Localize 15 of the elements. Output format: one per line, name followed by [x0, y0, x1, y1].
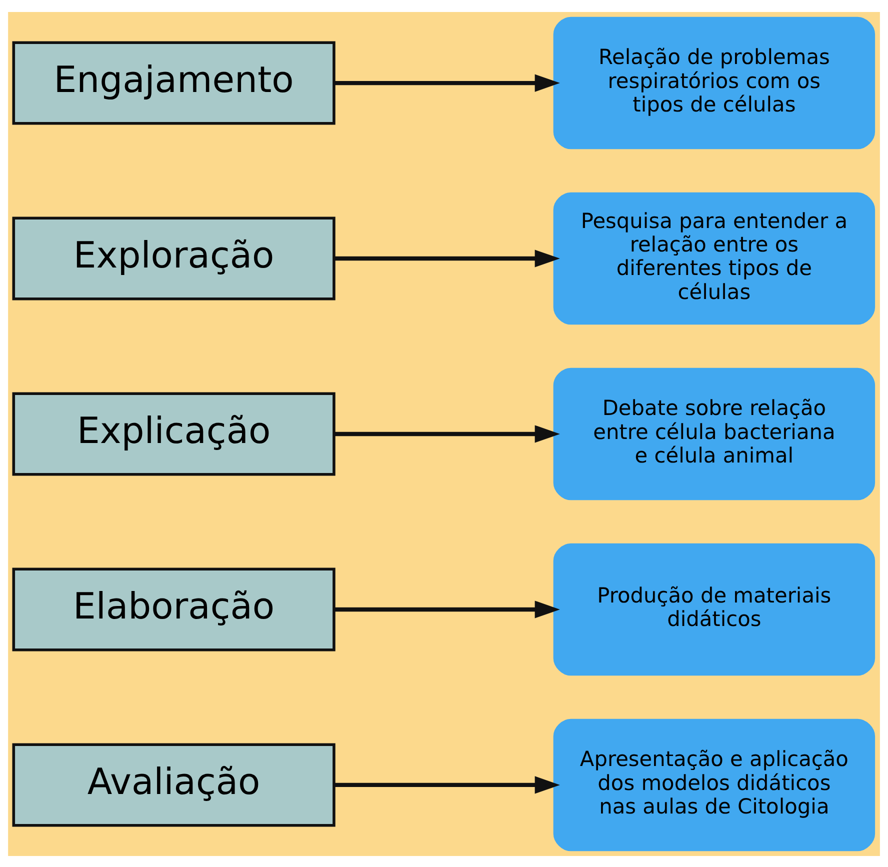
node-box: Apresentação e aplicação dos modelos didáticos nas aulas de Citologia — [553, 718, 876, 851]
node-box: Pesquisa para entender a relação entre os diferentes tipos de células — [553, 192, 876, 324]
node-box: Explicação — [12, 392, 336, 476]
node-box: Engajamento — [12, 40, 336, 124]
arrow — [334, 776, 560, 794]
node-box: Avaliação — [12, 742, 336, 826]
arrow — [334, 424, 560, 442]
node-box: Debate sobre relação entre célula bacteriana e célula animal — [553, 367, 876, 500]
arrow — [334, 600, 560, 618]
arrow — [334, 74, 560, 92]
node-box: Relação de problemas respiratórios com os tipos de células — [553, 16, 876, 149]
node-box: Produção de materiais didáticos — [553, 542, 876, 676]
node-box: Exploração — [12, 216, 336, 300]
node-box: Elaboração — [12, 567, 336, 651]
arrow — [334, 249, 560, 267]
